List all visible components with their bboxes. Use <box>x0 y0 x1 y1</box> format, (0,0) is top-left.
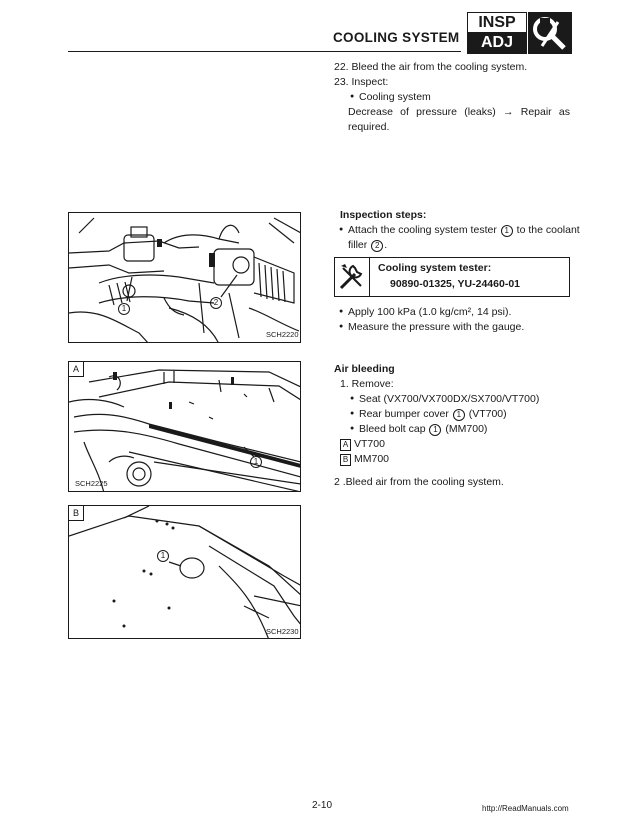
bumper-text: Rear bumper cover <box>359 408 449 420</box>
figure-b-code: SCH2230 <box>266 627 299 636</box>
figure-b-callout-1: 1 <box>157 550 169 562</box>
step-23-desc-line2: required. <box>348 121 390 133</box>
section-title: COOLING SYSTEM <box>333 30 460 45</box>
callout-1: 1 <box>500 225 513 237</box>
callout-1: 1 <box>452 409 465 421</box>
figure1-code: SCH2220 <box>266 330 299 339</box>
figure-a-code: SCH2225 <box>75 479 108 488</box>
legend-b-key: B <box>340 454 351 466</box>
inspection-step1-text-c: filler <box>348 239 368 251</box>
legend-a-key: A <box>340 439 351 451</box>
air-bleeding-step2: 2 .Bleed air from the cooling system. <box>334 476 504 488</box>
inspection-step1: Attach the cooling system tester 1 to th… <box>339 223 580 237</box>
remove-item-bleed-cap: Bleed bolt cap 1 (MM700) <box>350 422 488 436</box>
inspection-step2: Apply 100 kPa (1.0 kg/cm², 14 psi). <box>339 305 511 319</box>
legend-a-text: VT700 <box>354 438 385 450</box>
tool-label: Cooling system tester: <box>378 262 492 274</box>
section-tag: INSP ADJ <box>467 12 527 54</box>
figure-b-bleed-cap: B 1 SCH2230 <box>68 505 301 639</box>
remove-item-bumper: Rear bumper cover 1 (VT700) <box>350 407 507 421</box>
inspection-step1-cont: filler 2. <box>348 238 387 252</box>
inspection-step1-text-b: to the coolant <box>516 224 580 236</box>
inspection-step1-text-d: . <box>384 239 388 251</box>
legend-b-text: MM700 <box>354 453 390 465</box>
step-23-desc-line1: Decrease of pressure (leaks) → Repair as <box>348 105 570 119</box>
callout-2: 2 <box>371 240 384 252</box>
tag-insp: INSP <box>478 14 516 31</box>
rear-bumper-illustration <box>69 369 300 491</box>
inspection-step3: Measure the pressure with the gauge. <box>339 320 524 334</box>
figure-a-label: A <box>69 362 84 377</box>
tag-adj: ADJ <box>468 32 526 53</box>
inspection-heading: Inspection steps: <box>340 209 427 221</box>
figure-a-rear-bumper: A 1 SCH2225 <box>68 361 301 492</box>
tester-illustration <box>69 217 300 342</box>
special-tool-box: Cooling system tester: 90890-01325, YU-2… <box>334 257 570 297</box>
footer-url[interactable]: http://ReadManuals.com <box>482 804 569 813</box>
figure-b-label: B <box>69 506 84 521</box>
tool-part-numbers: 90890-01325, YU-24460-01 <box>390 278 520 290</box>
page-number: 2-10 <box>312 800 333 811</box>
step-22: 22. Bleed the air from the cooling syste… <box>334 61 528 73</box>
figure-cooling-tester: 1 2 SCH2220 <box>68 212 301 343</box>
special-tool-icon <box>335 258 370 296</box>
figure1-callout-2: 2 <box>210 297 222 309</box>
bumper-model: (VT700) <box>468 408 507 420</box>
step-23: 23. Inspect: <box>334 76 389 88</box>
remove-item-seat: Seat (VX700/VX700DX/SX700/VT700) <box>350 392 539 406</box>
figure1-callout-1: 1 <box>118 303 130 315</box>
callout-1: 1 <box>429 424 442 436</box>
bleed-cap-illustration <box>69 506 300 638</box>
bleed-cap-model: (MM700) <box>445 423 488 435</box>
inspection-step1-text-a: Attach the cooling system tester <box>348 224 497 236</box>
figure-a-callout-1: 1 <box>250 456 262 468</box>
step-23-desc-text: Decrease of pressure (leaks) → Repair as <box>348 106 570 118</box>
header-rule <box>68 51 461 52</box>
step-23-item: Cooling system <box>350 90 431 104</box>
wrench-screwdriver-icon <box>528 12 572 54</box>
air-bleeding-heading: Air bleeding <box>334 363 395 375</box>
air-bleeding-remove: 1. Remove: <box>340 378 394 390</box>
bleed-cap-text: Bleed bolt cap <box>359 423 426 435</box>
